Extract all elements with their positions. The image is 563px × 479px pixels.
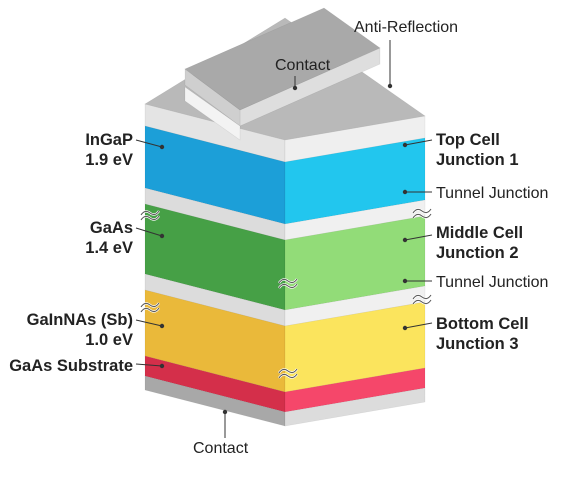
junction-1-label: Junction 1 [436, 151, 519, 169]
gainnas-leader [135, 319, 163, 327]
top-cell-dot [402, 142, 408, 148]
gainnas-label: GaInNAs (Sb) [26, 311, 133, 329]
top-contact-label: Contact [275, 57, 331, 74]
gainnas-dot [159, 323, 165, 329]
substrate-dot [159, 363, 165, 369]
ingap-label: InGaP [85, 131, 133, 149]
junction-3-label: Junction 3 [436, 335, 519, 353]
bottom-cell-label: Bottom Cell [436, 315, 529, 333]
tunnel-junction-1-label: Tunnel Junction [436, 185, 549, 202]
bottom-cell-leader [404, 322, 433, 329]
bottom-contact-dot [222, 409, 228, 415]
gaas-dot [159, 233, 165, 239]
junction-2-label: Junction 2 [436, 244, 519, 262]
middle-cell-dot [402, 237, 408, 243]
break-mark-gaas-left-outline [140, 210, 160, 221]
substrate-leader [135, 363, 163, 367]
gaas-bandgap: 1.4 eV [85, 239, 133, 257]
anti-reflection-dot [387, 83, 393, 89]
top-cell-label: Top Cell [436, 131, 500, 149]
break-mark-gainnas-front-outline [278, 368, 298, 379]
break-mark-middle-right-outline [412, 208, 432, 219]
gaas-leader [135, 227, 163, 237]
top-contact-strip [184, 7, 381, 141]
tunnel-2-dot [402, 278, 408, 284]
base-contact-layer-right-face [284, 387, 426, 427]
anti-reflection-label: Anti-Reflection [354, 19, 459, 36]
break-mark-bottom-right-outline [412, 294, 432, 305]
tunnel-1-dot [402, 189, 408, 195]
ingap-leader [135, 139, 163, 148]
break-mark-gaas-front-outline [278, 278, 298, 289]
bottom-contact-label: Contact [193, 440, 249, 457]
middle-cell-label: Middle Cell [436, 224, 524, 242]
gainnas-bandgap: 1.0 eV [85, 331, 133, 349]
contact-strip-edge [184, 86, 241, 141]
layer-stack [144, 17, 426, 427]
leader-lines [135, 40, 433, 438]
ingap-dot [159, 144, 165, 150]
middle-cell-leader [404, 234, 433, 241]
contact-strip-top [184, 7, 381, 111]
substrate-label: GaAs Substrate [9, 357, 133, 375]
top-cell-leader [404, 139, 433, 146]
tunnel-junction-2-label: Tunnel Junction [436, 274, 549, 291]
break-mark-gainnas-left-outline [140, 302, 160, 313]
top-contact-dot [292, 85, 298, 91]
bottom-cell-dot [402, 325, 408, 331]
gaas-label: GaAs [89, 219, 133, 237]
ingap-bandgap: 1.9 eV [85, 151, 133, 169]
